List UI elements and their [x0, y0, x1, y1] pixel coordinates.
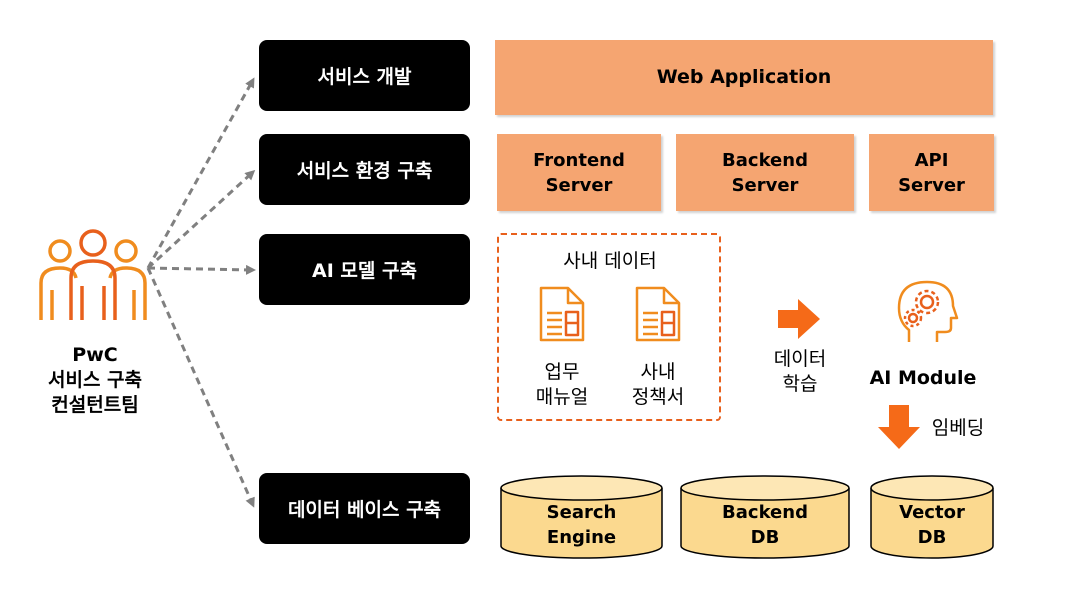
db-search-line2: Engine — [546, 527, 617, 548]
db-cylinder-vector — [870, 475, 994, 559]
backend-server-line2: Server — [731, 174, 799, 196]
db-search-engine: Search Engine — [499, 500, 664, 550]
training-line2: 학습 — [782, 373, 818, 395]
people-group-icon — [39, 229, 147, 320]
consultant-team-line2: 컨설턴트팀 — [51, 394, 139, 416]
frontend-server-line2: Server — [545, 174, 613, 196]
arrow-right-icon — [778, 299, 820, 339]
arrow-down-icon — [878, 405, 920, 449]
frontend-server-box: Frontend Server — [497, 134, 661, 211]
arrow-to-env-build — [146, 169, 256, 270]
doc-manual-line1: 업무 — [544, 361, 580, 383]
api-server-line1: API — [914, 149, 949, 171]
consultant-name: PwC — [72, 344, 118, 366]
embedding-label: 임베딩 — [931, 417, 985, 439]
stage-service-dev: 서비스 개발 — [259, 40, 470, 111]
db-search-line1: Search — [546, 502, 617, 523]
doc-policy-line2: 정책서 — [631, 386, 685, 408]
internal-data-title: 사내 데이터 — [563, 250, 657, 272]
db-vector-line1: Vector — [899, 502, 965, 523]
backend-server-box: Backend Server — [676, 134, 854, 211]
arrow-to-ai-model — [147, 264, 256, 275]
doc-manual-line2: 매뉴얼 — [535, 386, 589, 408]
consultant-team-line1: 서비스 구축 — [47, 369, 142, 391]
internal-data-panel — [497, 233, 721, 421]
arrow-to-database — [146, 267, 255, 508]
web-application-box: Web Application — [495, 40, 993, 115]
doc-policy-line1: 사내 — [640, 361, 676, 383]
training-line1: 데이터 — [773, 348, 827, 370]
db-backend: Backend DB — [679, 500, 851, 550]
db-backend-line2: DB — [750, 527, 780, 548]
db-cylinder-backend — [680, 475, 850, 559]
stage-env-build: 서비스 환경 구축 — [259, 134, 470, 205]
api-server-box: API Server — [869, 134, 994, 211]
db-vector-line2: DB — [917, 527, 947, 548]
frontend-server-line1: Frontend — [533, 149, 625, 171]
db-cylinder-search — [500, 475, 663, 559]
backend-server-line1: Backend — [722, 149, 808, 171]
db-vector: Vector DB — [869, 500, 995, 550]
db-backend-line1: Backend — [722, 502, 808, 523]
arrow-to-service-dev — [146, 77, 255, 269]
stage-database: 데이터 베이스 구축 — [259, 473, 470, 544]
ai-module-label: AI Module — [869, 367, 977, 389]
stage-ai-model: AI 모델 구축 — [259, 234, 470, 305]
document-icon — [539, 286, 585, 342]
document-icon — [635, 286, 681, 342]
head-gears-icon — [897, 280, 959, 342]
api-server-line2: Server — [898, 174, 965, 196]
